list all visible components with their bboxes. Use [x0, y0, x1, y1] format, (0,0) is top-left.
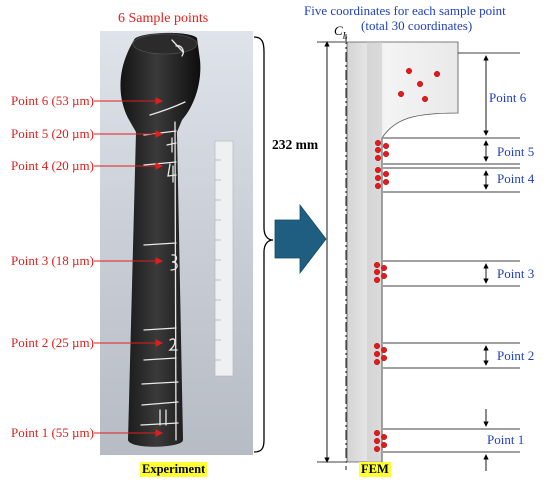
dots-point-5	[375, 139, 390, 161]
dots-point-2	[374, 343, 388, 366]
sample-dots	[374, 67, 441, 453]
dimension-bracket	[253, 36, 274, 453]
fem-point-5-label: Point 5	[497, 144, 535, 159]
experiment-point-3-label: Point 3 (18 µm)	[11, 253, 94, 268]
fem-point-1-label: Point 1	[487, 432, 525, 447]
fem-point-2-label: Point 2	[497, 348, 535, 363]
experiment-point-4-label: Point 4 (20 µm)	[11, 158, 94, 173]
experiment-point-1-label: Point 1 (55 µm)	[11, 425, 94, 440]
centerline-symbol-c: C	[334, 23, 343, 38]
dots-point-4	[375, 166, 390, 189]
experiment-header: 6 Sample points	[118, 11, 209, 26]
transition-arrow	[274, 203, 327, 275]
experiment-point-2-label: Point 2 (25 µm)	[11, 335, 94, 350]
fem-header-line-1: Five coordinates for each sample point	[304, 3, 506, 18]
ruler	[214, 140, 234, 377]
fem-reference-lines	[383, 52, 520, 453]
dots-point-3	[374, 262, 388, 284]
centerline-symbol: CL	[334, 24, 348, 43]
fem-mesh-body	[346, 41, 459, 463]
fem-header-line-2: (total 30 coordinates)	[361, 18, 473, 33]
experiment-caption: Experiment	[140, 462, 208, 477]
dots-point-1	[374, 430, 388, 453]
fem-point-3-label: Point 3	[497, 266, 535, 281]
fem-model	[317, 34, 459, 470]
dots-point-6	[398, 67, 441, 102]
dimension-label: 232 mm	[272, 137, 319, 152]
experiment-photo	[100, 31, 253, 455]
fem-point-6-label: Point 6	[489, 90, 527, 105]
experiment-point-5-label: Point 5 (20 µm)	[11, 126, 94, 141]
experiment-arrows	[94, 97, 164, 437]
fem-point-4-label: Point 4	[497, 171, 535, 186]
fem-caption: FEM	[359, 462, 391, 477]
experiment-point-6-label: Point 6 (53 µm)	[11, 93, 94, 108]
centerline-symbol-l: L	[342, 30, 348, 41]
